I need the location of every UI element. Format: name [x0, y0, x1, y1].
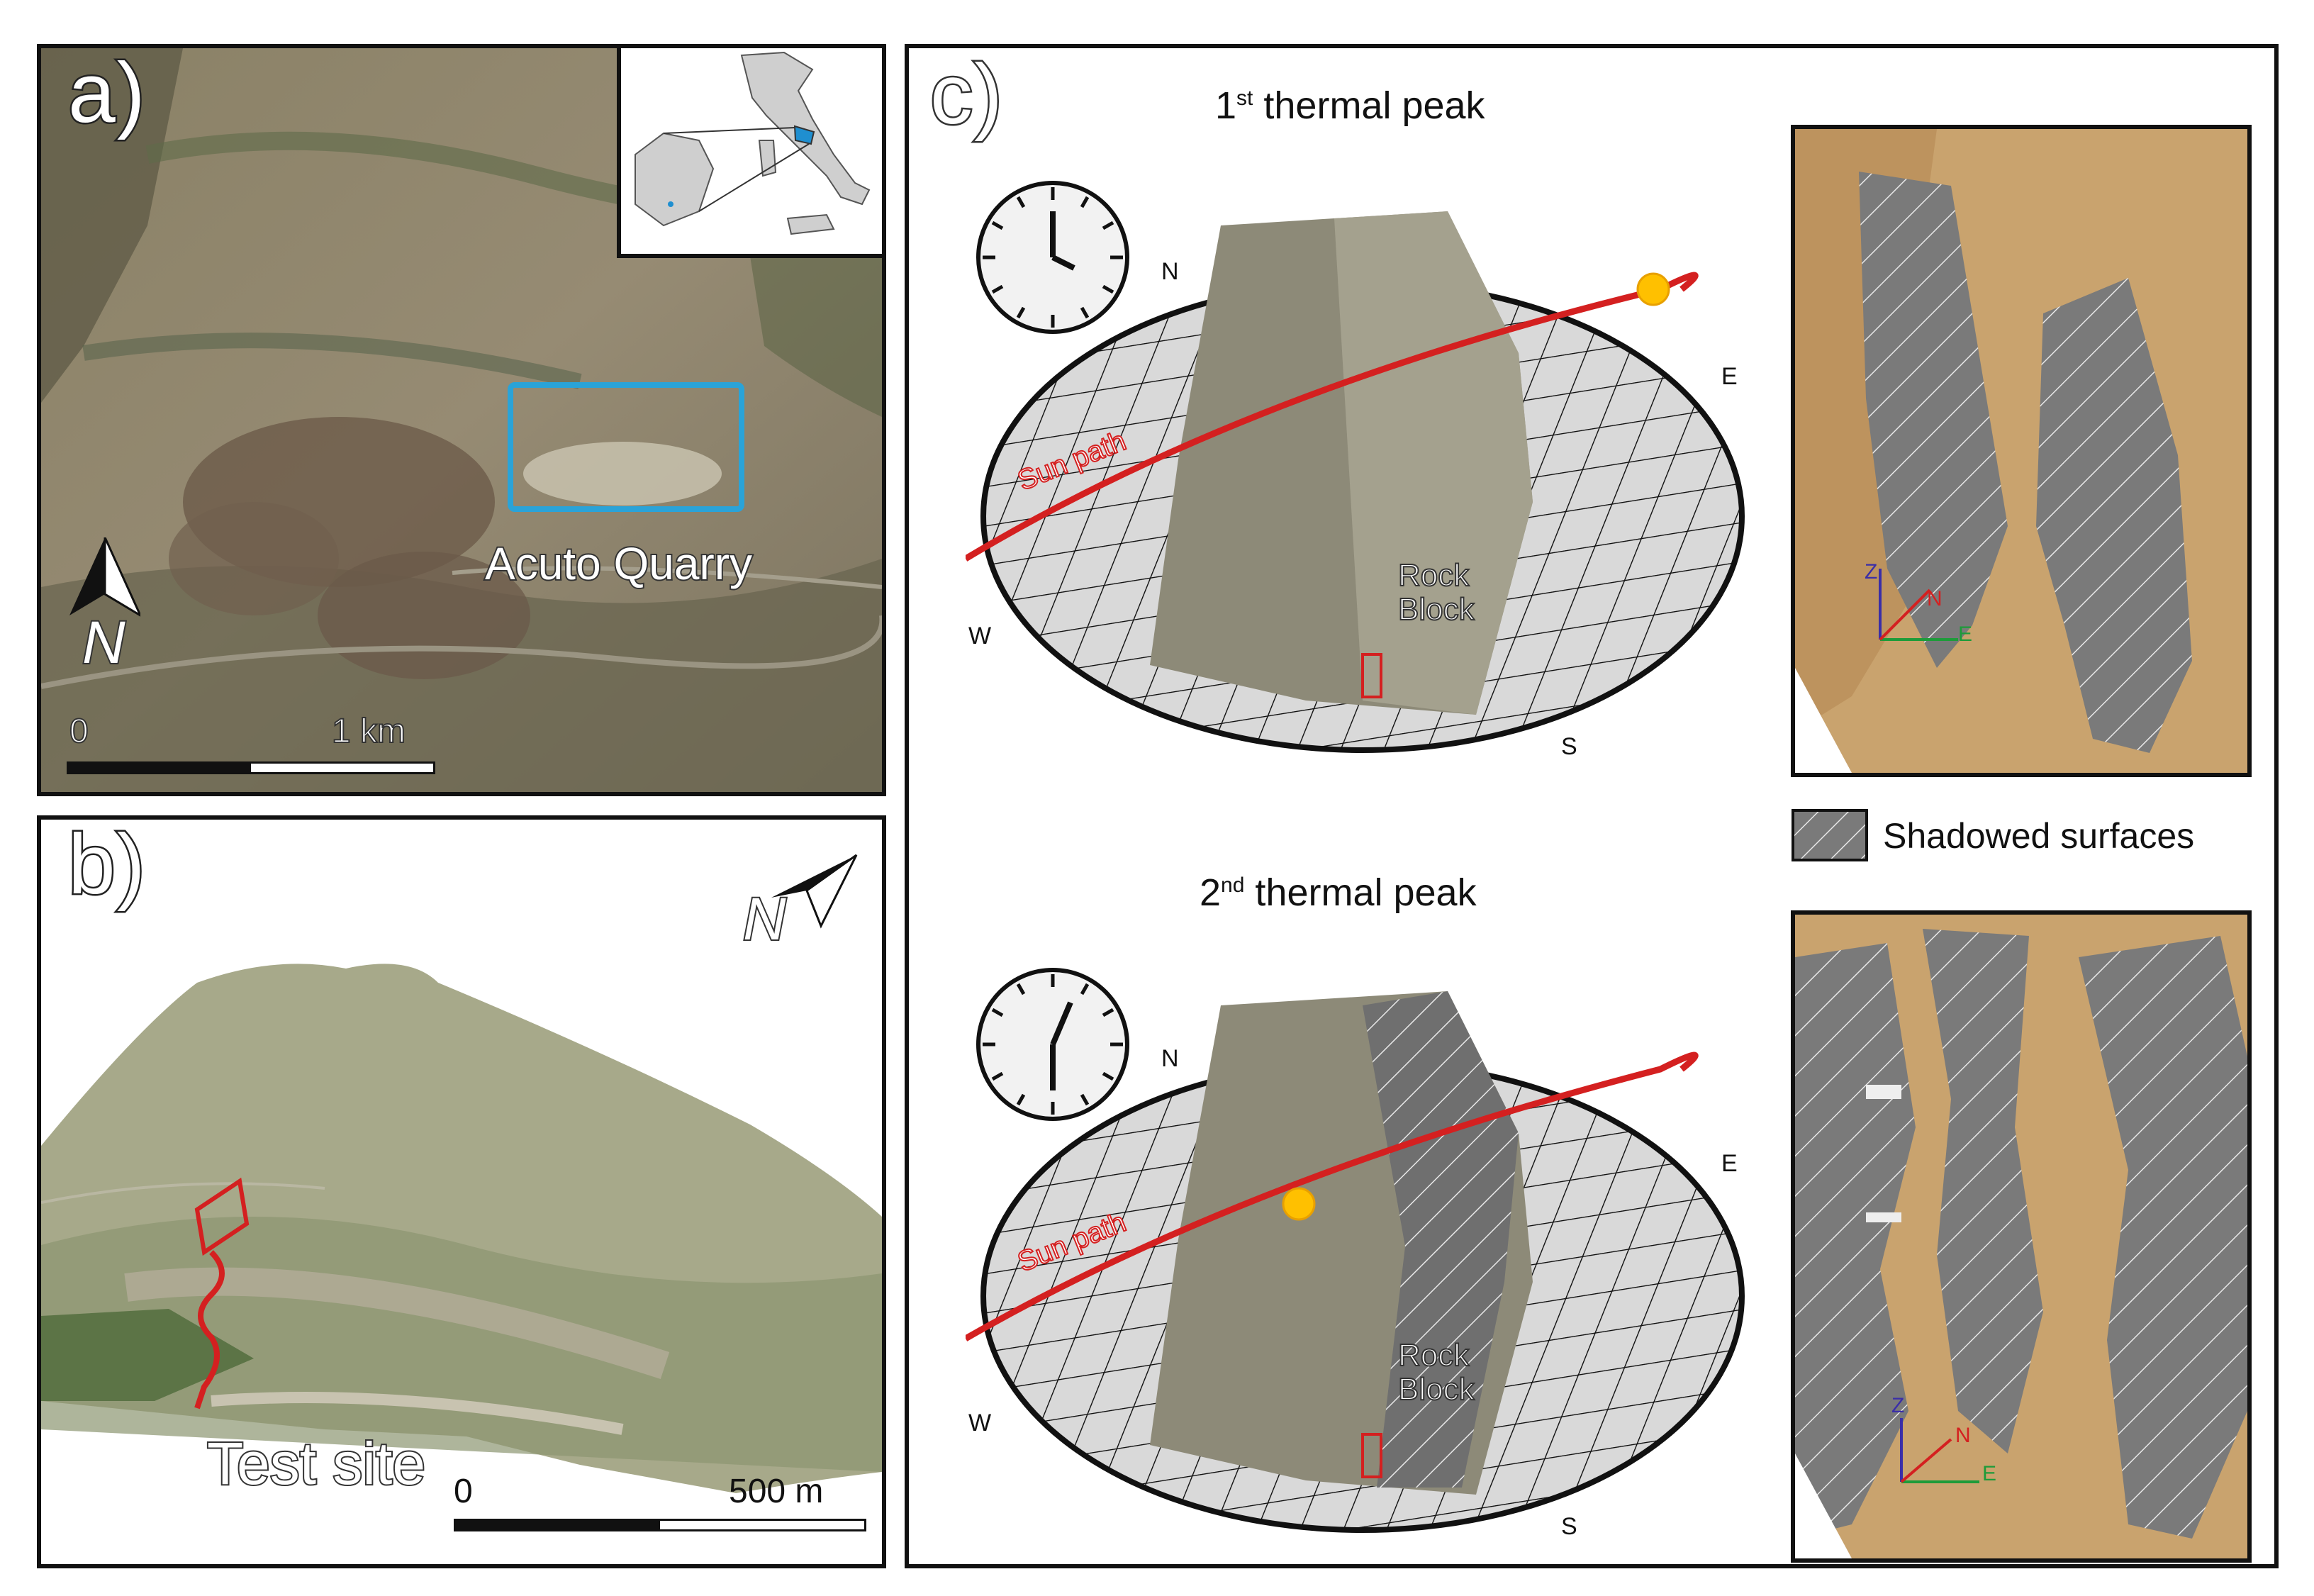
- scale-bar: [67, 761, 435, 774]
- acuto-quarry-box: [508, 382, 744, 512]
- north-arrow-icon-b: [771, 854, 858, 929]
- shadow-legend-swatch: [1792, 809, 1868, 861]
- panel-c-letter: c): [929, 47, 1005, 144]
- panel-a-satellite-map: a) Acuto Quarry N 0 1 km: [37, 44, 886, 796]
- shadow-legend-label: Shadowed surfaces: [1883, 816, 2195, 856]
- sun-path-line-2: [966, 1051, 1699, 1341]
- italy-inset-map: [617, 48, 882, 258]
- peak1-title: 1st thermal peak: [1215, 84, 1485, 128]
- rock-label-line1: Rock: [1397, 558, 1470, 593]
- test-site-label: Test site: [206, 1429, 427, 1498]
- axis-n-1: N: [1927, 587, 1943, 610]
- rock-face-image-1: [1795, 129, 2247, 773]
- sun-path-diagram-2: [966, 991, 1745, 1533]
- compass-w-2: W: [968, 1410, 992, 1436]
- sun-path-line-1: [966, 272, 1699, 562]
- compass-e-1: E: [1721, 363, 1738, 390]
- panel-b-letter: b): [67, 817, 147, 914]
- axis-e-2: E: [1982, 1462, 1997, 1485]
- compass-e-2: E: [1721, 1150, 1738, 1177]
- scale-end-label-b: 500 m: [729, 1473, 824, 1510]
- sun-icon-2: [1282, 1187, 1316, 1221]
- sun-path-diagram-1: [966, 211, 1745, 753]
- italy-map-icon: [635, 51, 871, 235]
- panel-a-letter: a): [67, 45, 147, 143]
- acuto-quarry-label: Acuto Quarry: [484, 537, 754, 591]
- axis-n-2: N: [1955, 1424, 1971, 1447]
- north-label-b: N: [742, 884, 788, 954]
- rock-label-line1-b: Rock: [1397, 1338, 1470, 1373]
- peak2-ordinal: 2: [1200, 871, 1222, 914]
- rock-block-label-2: Rock Block: [1397, 1338, 1475, 1407]
- rock-face-photo-1: [1791, 125, 2252, 777]
- scale-zero-label: 0: [69, 712, 89, 751]
- panel-c-thermal-peaks: c) 1st thermal peak: [905, 44, 2279, 1568]
- clock-icon-1: [976, 181, 1129, 334]
- rock-block-marker-2: [1361, 1433, 1382, 1478]
- scale-bar-b: [454, 1519, 866, 1531]
- sun-icon-1: [1636, 272, 1670, 306]
- north-label: N: [81, 608, 127, 677]
- rock-block-label-1: Rock Block: [1397, 558, 1475, 627]
- terrain-model: [41, 964, 882, 1493]
- rock-block-marker-1: [1361, 653, 1382, 698]
- rock-face-photo-2: [1791, 910, 2252, 1563]
- peak1-suffix: st: [1236, 87, 1253, 110]
- peak2-title: 2nd thermal peak: [1200, 871, 1477, 915]
- rock-face-image-2: [1795, 915, 2247, 1558]
- scale-end-label: 1 km: [331, 712, 406, 751]
- axis-z-1: Z: [1865, 560, 1878, 584]
- rock-label-line2-b: Block: [1397, 1372, 1475, 1407]
- clock-icon-2: [976, 968, 1129, 1121]
- peak1-rest: thermal peak: [1253, 84, 1485, 127]
- compass-w-1: W: [968, 623, 992, 649]
- compass-n-1: N: [1161, 258, 1179, 285]
- peak2-rest: thermal peak: [1244, 871, 1477, 914]
- compass-s-1: S: [1561, 733, 1577, 760]
- axis-e-1: E: [1958, 623, 1973, 646]
- axis-z-2: Z: [1891, 1394, 1905, 1417]
- test-site-marker: [194, 1177, 250, 1410]
- compass-n-2: N: [1161, 1045, 1179, 1072]
- north-arrow-icon: [69, 537, 140, 617]
- rock-label-line2: Block: [1397, 592, 1475, 627]
- compass-s-2: S: [1561, 1513, 1577, 1540]
- panel-b-3d-terrain: b) N Test site 0 500 m: [37, 815, 886, 1568]
- peak1-ordinal: 1: [1215, 84, 1237, 127]
- scale-zero-label-b: 0: [454, 1473, 473, 1510]
- peak2-suffix: nd: [1221, 874, 1245, 897]
